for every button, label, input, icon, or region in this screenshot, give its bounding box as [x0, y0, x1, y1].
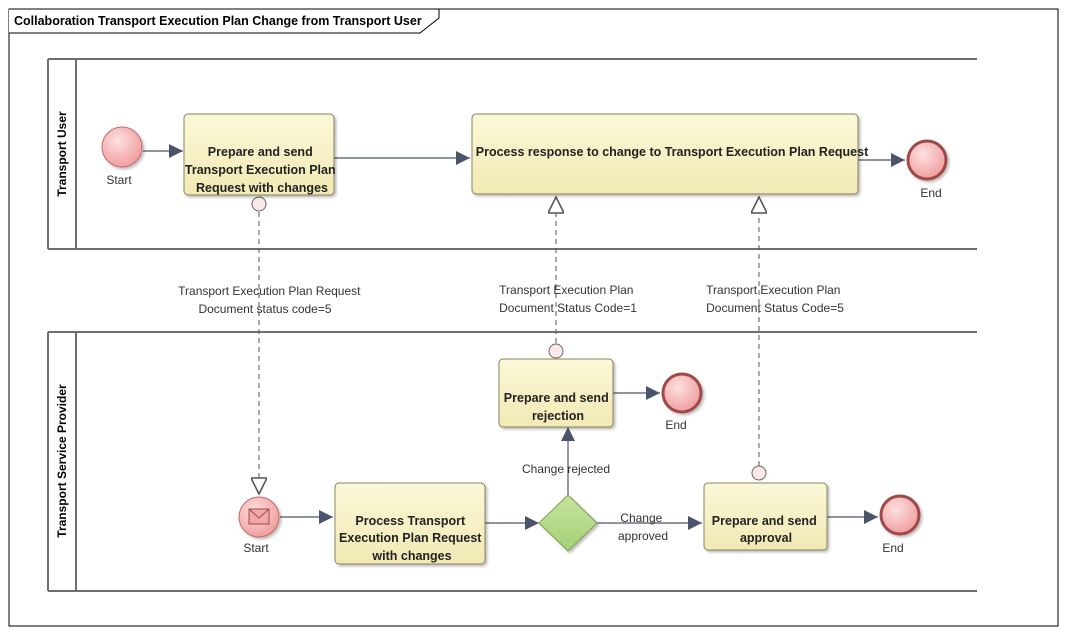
lane-label-transport-service-provider: Transport Service Provider	[55, 384, 69, 538]
task-label: Prepare and send rejection	[504, 391, 612, 423]
envelope-icon	[248, 508, 270, 525]
task-prepare-send-approval[interactable]: Prepare and send approval	[703, 482, 828, 551]
end-event-user[interactable]	[906, 139, 948, 181]
task-prepare-send-rejection[interactable]: Prepare and send rejection	[498, 358, 614, 428]
sequence-flows	[143, 144, 905, 530]
title-tab	[9, 8, 440, 34]
lane-label-transport-user: Transport User	[55, 111, 69, 197]
start-event-label: Start	[243, 541, 269, 555]
task-label: Prepare and send approval	[712, 514, 820, 545]
exclusive-gateway[interactable]	[538, 494, 598, 552]
diagram-frame	[8, 8, 1059, 627]
flow-label-change-approved: Change approved	[618, 511, 668, 543]
message-flows	[259, 197, 759, 494]
end-event-approval[interactable]	[879, 494, 921, 536]
message-flow-source-dot	[251, 196, 267, 212]
message-label-approval: Transport Execution Plan Document Status…	[706, 283, 844, 315]
start-event-user[interactable]	[101, 126, 143, 168]
task-label: Prepare and send Transport Execution Pla…	[185, 145, 339, 195]
flow-label-change-rejected: Change rejected	[522, 462, 610, 476]
task-label: Process Transport Execution Plan Request…	[339, 514, 485, 563]
end-event-label: End	[882, 541, 903, 555]
pool-transport-service-provider: Transport Service Provider	[47, 331, 977, 592]
task-prepare-send-request[interactable]: Prepare and send Transport Execution Pla…	[183, 113, 339, 196]
pool-transport-user: Transport User	[47, 58, 977, 250]
task-label: Process response to change to Transport …	[476, 145, 869, 159]
start-message-event-provider[interactable]	[238, 496, 280, 538]
message-flow-source-dot	[548, 343, 564, 359]
diagram-title: Collaboration Transport Execution Plan C…	[14, 14, 422, 28]
start-event-label: Start	[106, 173, 132, 187]
message-flow-source-dot	[751, 465, 767, 481]
task-process-response[interactable]: Process response to change to Transport …	[471, 113, 869, 195]
end-event-rejection[interactable]	[661, 372, 703, 414]
end-event-label: End	[665, 418, 686, 432]
message-label-request: Transport Execution Plan Request Documen…	[178, 284, 364, 316]
end-event-label: End	[920, 186, 941, 200]
task-process-request[interactable]: Process Transport Execution Plan Request…	[334, 482, 486, 565]
message-label-rejection: Transport Execution Plan Document Status…	[499, 283, 637, 315]
